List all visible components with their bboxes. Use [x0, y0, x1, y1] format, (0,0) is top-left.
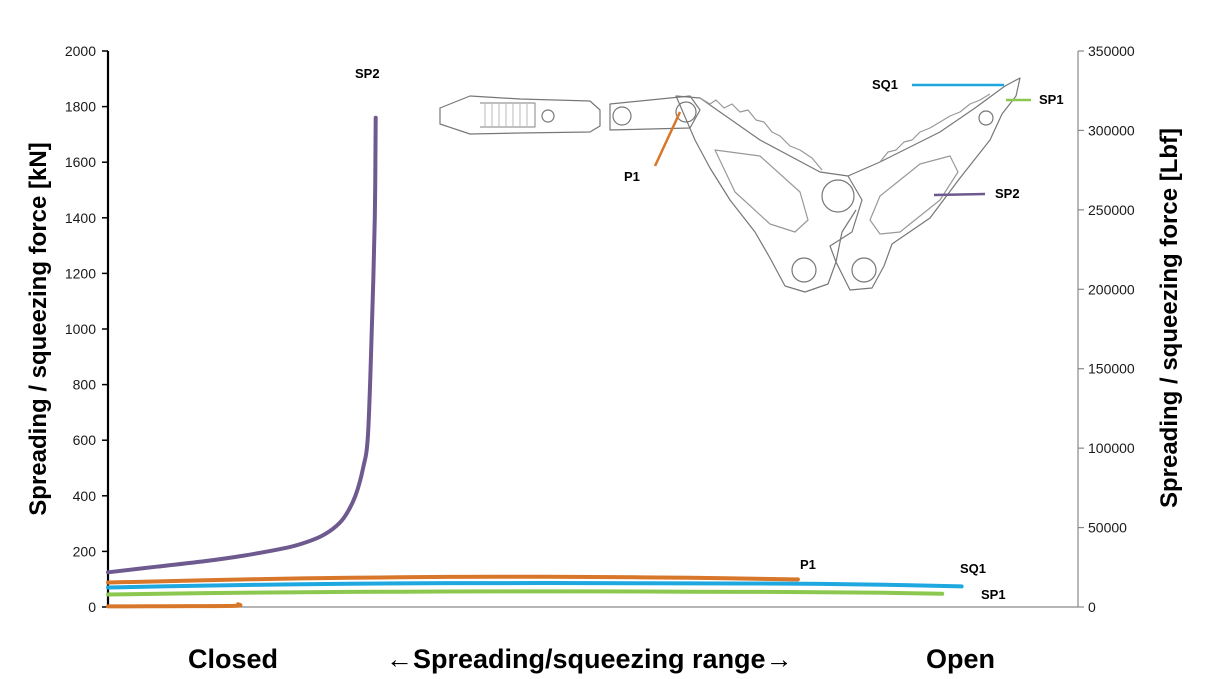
right-tick-label: 150000 — [1088, 361, 1135, 377]
series-label-p1: P1 — [800, 557, 816, 572]
tool-callout-labels: SQ1 SP1 P1 SP2 — [624, 77, 1064, 201]
series-lines — [106, 115, 964, 609]
series-labels: SP2 P1 SQ1 SP1 — [355, 66, 1006, 602]
callout-sq1: SQ1 — [872, 77, 898, 92]
left-tick-label: 600 — [73, 432, 97, 448]
right-tick-label: 100000 — [1088, 440, 1135, 456]
cylinder-rod — [480, 102, 536, 128]
series-line-p1 — [106, 574, 800, 585]
left-tick-label: 1800 — [65, 99, 96, 115]
center-hinge — [821, 179, 855, 213]
right-tick-label: 350000 — [1088, 43, 1135, 59]
left-arm — [675, 95, 863, 293]
right-tick-label: 250000 — [1088, 202, 1135, 218]
chart-axes — [106, 51, 1079, 608]
right-tick-label: 50000 — [1088, 520, 1127, 536]
leader-sp2 — [933, 192, 986, 197]
left-tick-label: 2000 — [65, 43, 96, 59]
left-arm-hole — [791, 257, 817, 283]
cylinder-pin — [541, 109, 555, 123]
series-line-sp2 — [106, 115, 378, 575]
right-arm-window — [869, 155, 959, 235]
left-arm-window — [714, 149, 809, 233]
series-line-sp1 — [106, 589, 945, 597]
right-arm-teeth — [699, 93, 991, 171]
left-ticks: 0 200 400 600 800 1000 1200 1400 1600 1800 2000 — [65, 43, 108, 615]
right-tick-label: 300000 — [1088, 122, 1135, 138]
left-tick-label: 0 — [88, 599, 96, 615]
tool-drawing — [439, 77, 1021, 293]
right-tick-label: 200000 — [1088, 281, 1135, 297]
series-line-p1-closed-segment — [106, 602, 243, 609]
callout-p1: P1 — [624, 169, 640, 184]
callout-sp2: SP2 — [995, 186, 1020, 201]
link-pin-left — [612, 106, 632, 126]
leader-p1 — [653, 111, 682, 167]
tip-pin — [978, 110, 994, 126]
left-tick-label: 200 — [73, 543, 97, 559]
series-label-sp1: SP1 — [981, 587, 1006, 602]
x-label-open: Open — [926, 644, 996, 674]
link-pin-right — [675, 101, 697, 123]
left-tick-label: 1600 — [65, 154, 96, 170]
left-tick-label: 1200 — [65, 265, 96, 281]
right-tick-label: 0 — [1088, 599, 1096, 615]
callout-sp1: SP1 — [1039, 92, 1064, 107]
right-arm — [835, 77, 1021, 291]
series-line-sq1 — [106, 581, 964, 590]
left-tick-label: 800 — [73, 377, 97, 393]
right-ticks: 0 50000 100000 150000 200000 250000 300000 3500… — [1078, 43, 1135, 615]
cylinder-hatch — [484, 104, 528, 126]
cylinder-body — [439, 95, 601, 135]
left-tick-label: 1400 — [65, 210, 96, 226]
left-tick-label: 400 — [73, 488, 97, 504]
x-label-closed: Closed — [188, 644, 279, 674]
left-tick-label: 1000 — [65, 321, 96, 337]
tool-callout-leaders — [653, 83, 1031, 197]
x-label-range: ←Spreading/squeezing range→ — [386, 644, 793, 674]
right-arm-hole — [851, 257, 877, 283]
y-axis-title: Spreading / squeezing force [kN] — [25, 142, 52, 515]
series-label-sq1: SQ1 — [960, 561, 986, 576]
series-label-sp2: SP2 — [355, 66, 380, 81]
y-axis-right-title: Spreading / squeezing force [Lbf] — [1156, 128, 1183, 508]
